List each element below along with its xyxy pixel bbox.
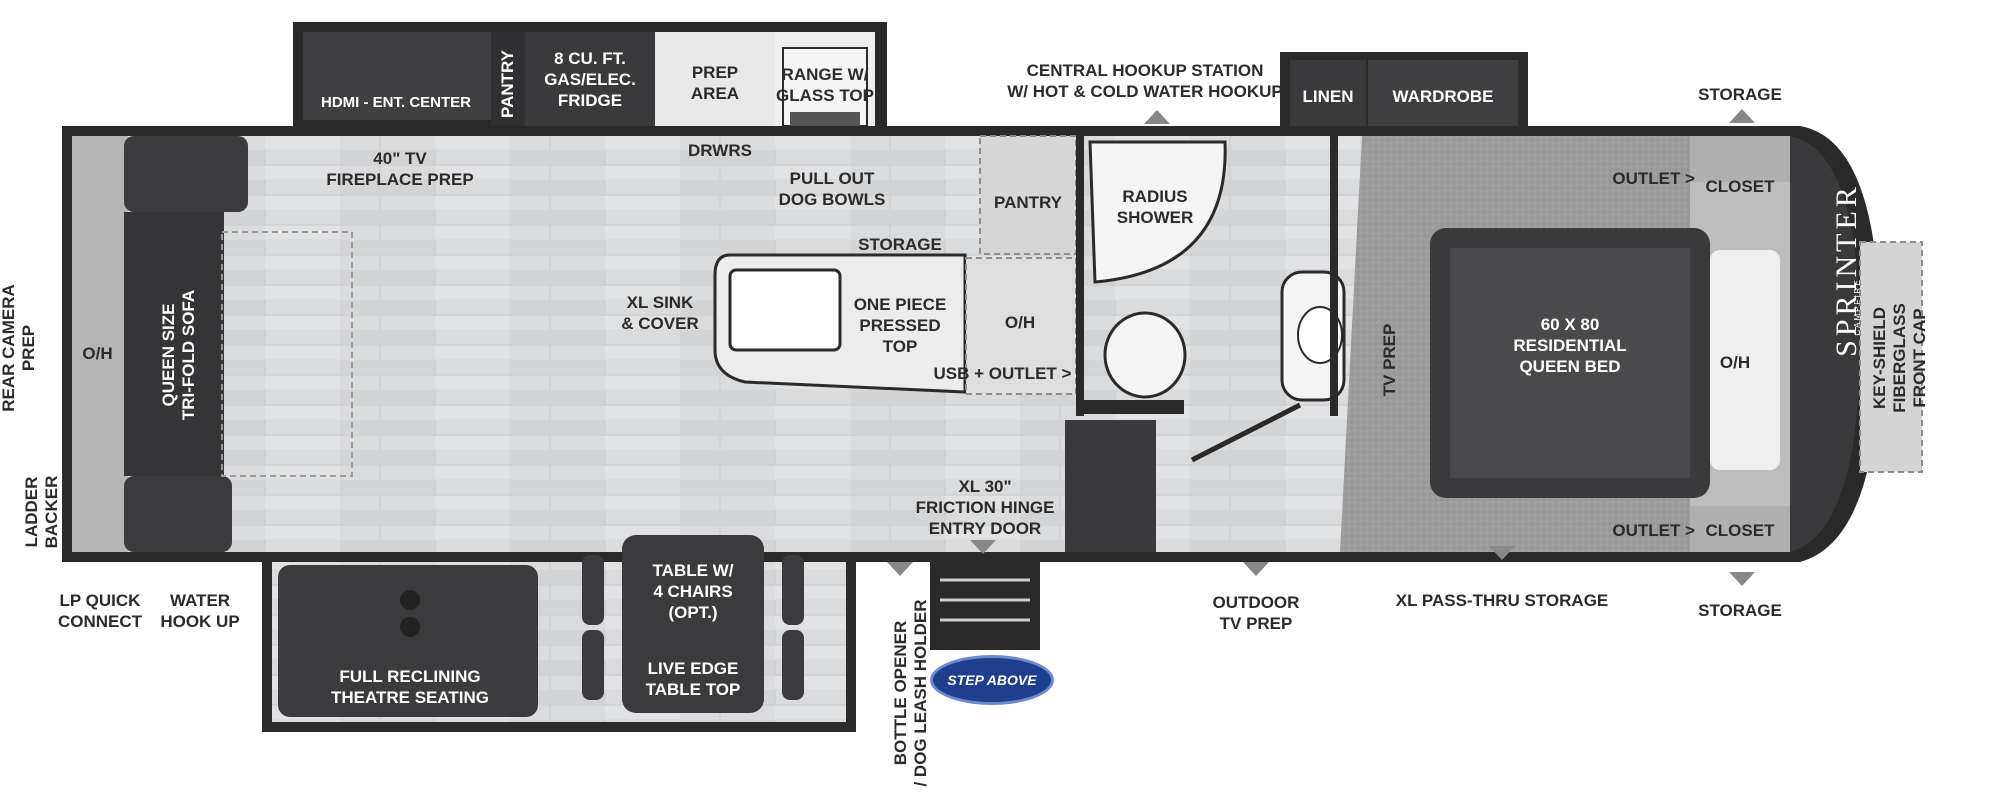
water-hookup-label: WATER HOOK UP (160, 591, 240, 631)
outlet-bottom-label: OUTLET > (1612, 521, 1695, 540)
hdmi-ent-center-label: HDMI - ENT. CENTER (321, 94, 471, 111)
kitchen-island (713, 135, 1077, 395)
pass-thru-label: XL PASS-THRU STORAGE (1395, 591, 1609, 610)
usb-outlet-label: USB + OUTLET > (933, 364, 1072, 383)
storage-island-label: STORAGE (858, 235, 942, 254)
drwrs-label: DRWRS (688, 141, 752, 160)
bedroom (1430, 136, 1923, 552)
outlet-top-label: OUTLET > (1612, 169, 1695, 188)
dog-bowls-label: PULL OUT DOG BOWLS (778, 169, 886, 209)
step-above-badge: STEP ABOVE (930, 655, 1054, 705)
outdoor-tv-label: OUTDOOR TV PREP (1212, 593, 1300, 633)
rear-sofa (72, 136, 353, 552)
closet-bottom-label: CLOSET (1705, 521, 1775, 540)
live-edge-label: LIVE EDGE TABLE TOP (645, 659, 741, 699)
floorplan-drawing (62, 22, 1923, 732)
wardrobe-slideout (1280, 52, 1528, 134)
campfire-wordmark: CAMPFIRE (1853, 278, 1862, 336)
bathroom (1076, 136, 1346, 552)
entry-door-label: XL 30" FRICTION HINGE ENTRY DOOR (915, 477, 1055, 538)
central-hookup-label: CENTRAL HOOKUP STATION W/ HOT & COLD WAT… (1007, 61, 1283, 101)
storage-bottom-label: STORAGE (1698, 601, 1782, 620)
pantry-vertical-label: PANTRY (498, 50, 517, 118)
lp-quick-label: LP QUICK CONNECT (57, 591, 143, 631)
rear-camera-label: REAR CAMERA PREP (0, 284, 38, 412)
prep-area-label: PREP AREA (690, 63, 740, 103)
fridge-label: 8 CU. FT. GAS/ELEC. FRIDGE (544, 49, 636, 110)
triangle-markers (887, 109, 1755, 586)
pantry-label: PANTRY (994, 193, 1062, 212)
oh-bedroom-label: O/H (1719, 353, 1751, 372)
dinette (278, 535, 804, 717)
entry-steps (930, 420, 1145, 650)
oh-rear-label: O/H (82, 344, 113, 363)
tv-fireplace-label: 40" TV FIREPLACE PREP (326, 149, 474, 189)
closet-top-label: CLOSET (1705, 177, 1775, 196)
pressed-top-label: ONE PIECE PRESSED TOP (853, 295, 947, 356)
oh-kitchen-label: O/H (1004, 313, 1036, 332)
sofa-label: QUEEN SIZE TRI-FOLD SOFA (159, 289, 198, 421)
bottle-opener-label: BOTTLE OPENER / DOG LEASH HOLDER (891, 599, 930, 787)
ladder-backer-label: LADDER BACKER (22, 475, 61, 549)
range-label: RANGE W/ GLASS TOP (776, 65, 874, 105)
table-label: TABLE W/ 4 CHAIRS (OPT.) (652, 561, 734, 622)
linen-label: LINEN (1302, 87, 1354, 106)
wardrobe-label: WARDROBE (1392, 87, 1494, 106)
bed-label: 60 X 80 RESIDENTIAL QUEEN BED (1513, 315, 1627, 376)
kitchen-slideout (293, 22, 887, 134)
tv-prep-label: TV PREP (1380, 323, 1399, 397)
sink-label: XL SINK & COVER (621, 293, 699, 333)
storage-top-label: STORAGE (1698, 85, 1782, 104)
radius-shower-label: RADIUS SHOWER (1116, 187, 1194, 227)
theatre-seating-label: FULL RECLINING THEATRE SEATING (330, 667, 490, 707)
